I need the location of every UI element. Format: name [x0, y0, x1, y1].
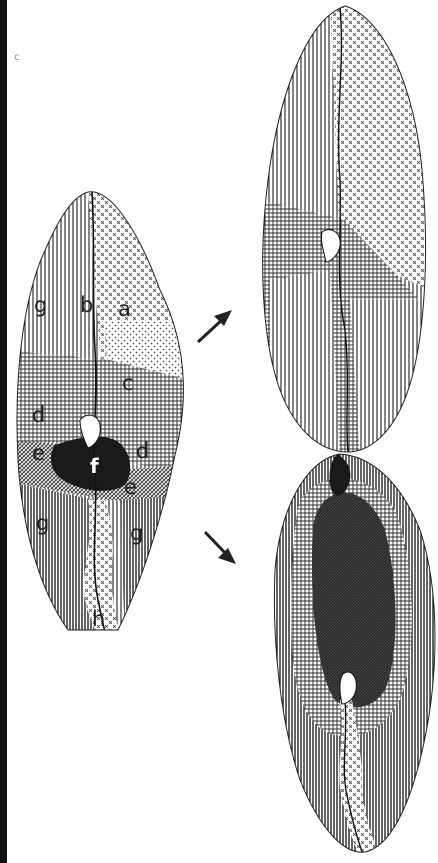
label-f: f	[90, 454, 99, 478]
label-g-lower-left: g	[36, 511, 49, 535]
arrow-up-right-icon	[198, 310, 232, 342]
label-a: a	[118, 297, 131, 321]
label-e-left: e	[32, 441, 45, 465]
left-fate-map	[0, 180, 200, 640]
label-g-upper: g	[34, 293, 47, 317]
bottom-right-outcome	[270, 450, 438, 860]
arrow-down-right-icon	[205, 532, 236, 564]
label-c: c	[122, 371, 134, 395]
label-d-right: d	[136, 439, 149, 463]
label-g-lower-right: g	[130, 521, 143, 545]
label-h: h	[92, 607, 105, 631]
label-b: b	[80, 293, 93, 317]
label-d-left: d	[32, 403, 45, 427]
label-e-right: e	[124, 475, 137, 499]
